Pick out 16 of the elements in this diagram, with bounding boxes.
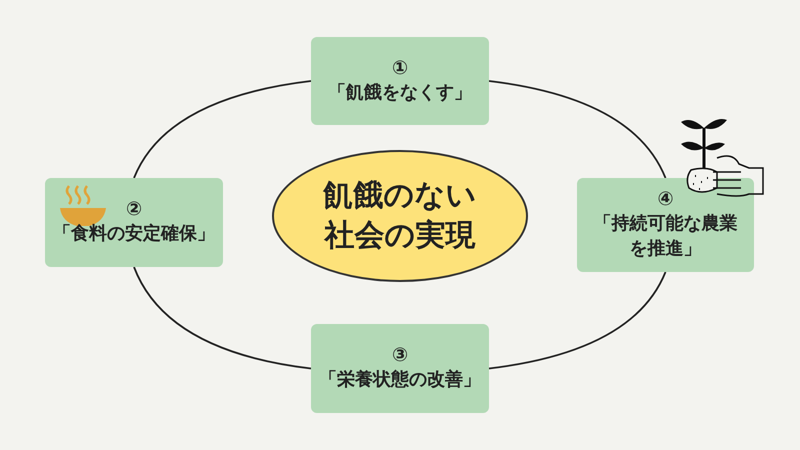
step-title: 「栄養状態の改善」 (318, 368, 482, 392)
step-title: 「持続可能な農業を推進」 (592, 212, 738, 261)
connector-line (488, 272, 666, 370)
step-number: ① (392, 56, 408, 80)
step-number: ③ (392, 344, 408, 368)
step-number: ② (126, 198, 142, 222)
connector-line (488, 80, 666, 178)
step-title: 「食料の安定確保」 (52, 222, 216, 246)
step-box (311, 37, 489, 125)
step-box (311, 324, 489, 413)
step-number: ④ (657, 188, 674, 212)
connector-line (133, 80, 312, 178)
connector-line (133, 266, 312, 370)
step-box (45, 178, 223, 267)
goal-text: 飢餓のない社会の実現 (322, 176, 478, 255)
step-title: 「飢餓をなくす」 (327, 80, 473, 104)
